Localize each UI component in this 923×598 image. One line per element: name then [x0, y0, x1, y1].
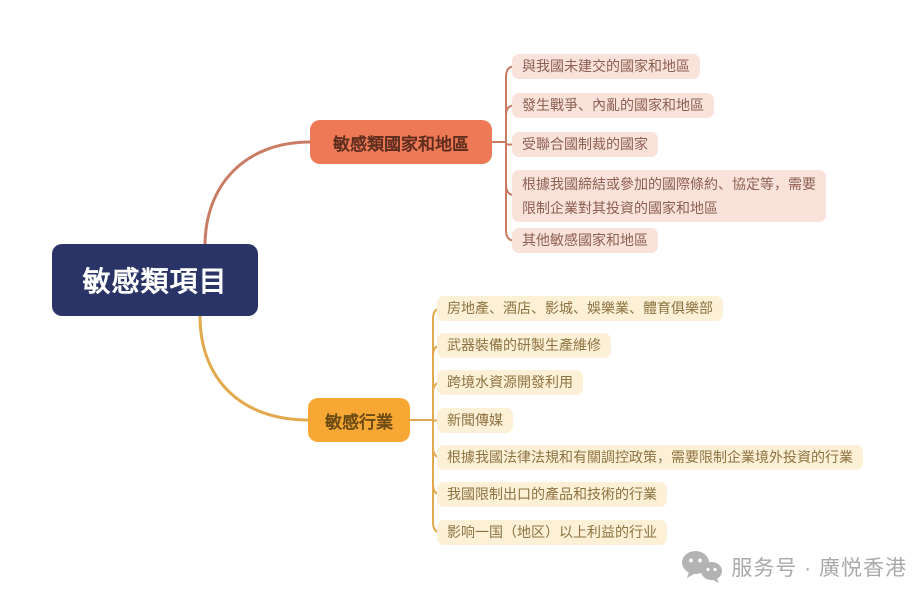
branch-node-label: 敏感行業 [325, 412, 393, 432]
leaf-treaty-restricted: 根據我國締結或參加的國際條約、協定等，需要 限制企業對其投資的國家和地區 [512, 170, 826, 222]
leaf-war-civil-unrest: 發生戰爭、內亂的國家和地區 [512, 93, 714, 118]
leaf-other-sensitive-countries: 其他敏感國家和地區 [512, 228, 658, 253]
leaf-law-restricted-industries: 根據我國法律法規和有關調控政策，需要限制企業境外投資的行業 [437, 445, 863, 470]
leaf-un-sanctioned: 受聯合國制裁的國家 [512, 132, 658, 157]
leaf-export-restricted: 我國限制出口的產品和技術的行業 [437, 482, 667, 507]
connector-root-to-branch-1 [198, 314, 310, 422]
leaf-real-estate-entertainment: 房地產、酒店、影城、娛樂業、體育俱樂部 [437, 296, 723, 321]
root-node: 敏感類項目 [52, 244, 258, 316]
leaf-no-diplomatic-relations: 與我國未建交的國家和地區 [512, 54, 700, 79]
branch-node-label: 敏感類國家和地區 [333, 134, 469, 154]
watermark-text: 服务号 · 廣悦香港 [731, 557, 907, 580]
leaf-crossborder-water: 跨境水資源開發利用 [437, 370, 583, 395]
leaf-weapons-equipment: 武器裝備的研製生產維修 [437, 333, 611, 358]
branch-0-bracket [491, 65, 515, 242]
leaf-multi-country-interests: 影响一国（地区）以上利益的行业 [437, 520, 667, 545]
branch-node-sensitive-industries: 敏感行業 [308, 398, 410, 442]
leaf-news-media: 新聞傳媒 [437, 408, 513, 433]
root-node-label: 敏感類項目 [82, 266, 228, 297]
branch-node-sensitive-countries: 敏感類國家和地區 [310, 120, 492, 164]
watermark: 服务号 · 廣悦香港 [681, 550, 907, 584]
connector-root-to-branch-0 [203, 140, 312, 248]
wechat-icon [682, 551, 723, 583]
